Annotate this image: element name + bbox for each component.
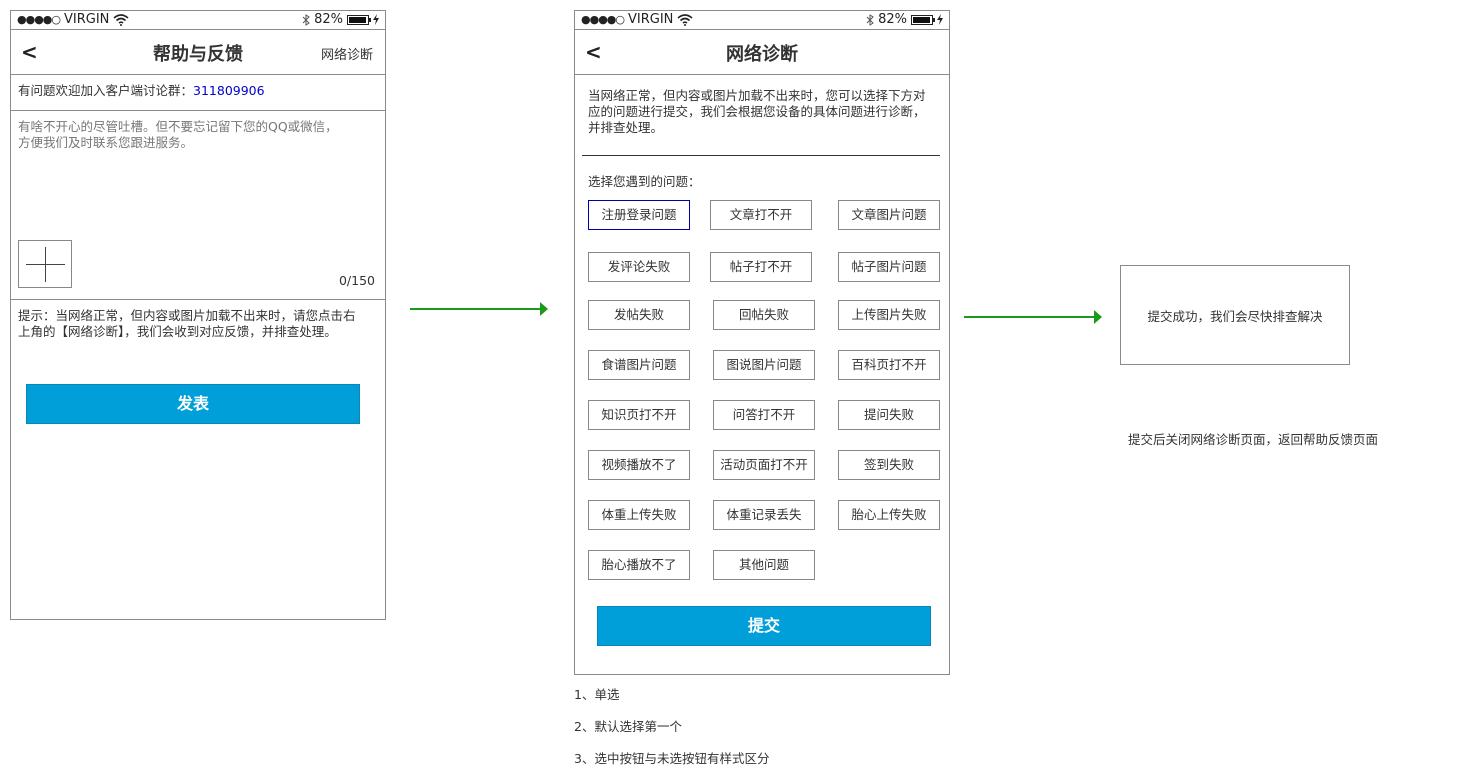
tip-line: 提示：当网络正常，但内容或图片加载不出来时，请您点击右 [18,308,356,323]
submit-button[interactable]: 提交 [597,606,931,646]
page-title: 网络诊断 [726,44,798,65]
bluetooth-icon [866,13,874,26]
battery-icon [911,14,935,25]
flow-arrow [964,310,1102,324]
wifi-icon [677,13,693,26]
problem-option[interactable]: 签到失败 [838,450,940,480]
group-info-row: 有问题欢迎加入客户端讨论群：311809906 [11,75,385,111]
problem-option[interactable]: 帖子打不开 [710,252,812,282]
battery-icon [347,14,371,25]
status-bar: ●●●●○ VIRGIN 82% [575,11,949,30]
tip-text: 提示：当网络正常，但内容或图片加载不出来时，请您点击右 上角的【网络诊断】，我们… [18,308,378,340]
nav-bar: < 网络诊断 [575,30,949,75]
group-info-label: 有问题欢迎加入客户端讨论群： [18,83,194,98]
section-divider [582,155,940,156]
problem-option[interactable]: 其他问题 [713,550,815,580]
feedback-textarea[interactable]: 有啥不开心的尽管吐槽。但不要忘记留下您的QQ或微信， 方便我们及时联系您跟进服务… [11,111,385,300]
nav-bar: < 帮助与反馈 网络诊断 [11,30,385,75]
placeholder-line: 方便我们及时联系您跟进服务。 [18,135,194,150]
status-bar: ●●●●○ VIRGIN 82% [11,11,385,30]
wifi-icon [113,13,129,26]
battery-percent: 82% [314,12,343,27]
problem-option[interactable]: 回帖失败 [713,300,815,330]
problem-option[interactable]: 上传图片失败 [838,300,940,330]
problem-option[interactable]: 视频播放不了 [588,450,690,480]
problem-option[interactable]: 体重记录丢失 [713,500,815,530]
carrier-name: VIRGIN [64,12,110,27]
problem-option[interactable]: 文章打不开 [710,200,812,230]
intro-line: 并排查处理。 [588,120,664,135]
signal-dots-icon: ●●●●○ [581,13,625,26]
page-title: 帮助与反馈 [153,44,243,65]
bluetooth-icon [302,13,310,26]
carrier-name: VIRGIN [628,12,674,27]
intro-line: 应的问题进行提交，我们会根据您设备的具体问题进行诊断， [588,104,926,119]
battery-percent: 82% [878,12,907,27]
charging-icon [373,14,379,25]
problem-option[interactable]: 发帖失败 [588,300,690,330]
success-dialog: 提交成功，我们会尽快排查解决 [1120,265,1350,365]
problem-option[interactable]: 问答打不开 [713,400,815,430]
back-button[interactable]: < [585,40,602,64]
success-message: 提交成功，我们会尽快排查解决 [1147,308,1323,324]
intro-line: 当网络正常，但内容或图片加载不出来时，您可以选择下方对 [588,88,926,103]
select-label: 选择您遇到的问题： [588,174,701,189]
problem-option[interactable]: 提问失败 [838,400,940,430]
tip-line: 上角的【网络诊断】，我们会收到对应反馈，并排查处理。 [18,324,337,339]
problem-option[interactable]: 帖子图片问题 [838,252,940,282]
note-1: 1、单选 [574,687,620,702]
network-diagnosis-link[interactable]: 网络诊断 [320,48,373,63]
back-button[interactable]: < [21,40,38,64]
problem-option[interactable]: 发评论失败 [588,252,690,282]
problem-option[interactable]: 胎心上传失败 [838,500,940,530]
group-number[interactable]: 311809906 [193,83,265,98]
intro-text: 当网络正常，但内容或图片加载不出来时，您可以选择下方对 应的问题进行提交，我们会… [588,88,943,136]
signal-dots-icon: ●●●●○ [17,13,61,26]
placeholder-line: 有啥不开心的尽管吐槽。但不要忘记留下您的QQ或微信， [18,119,338,134]
problem-option[interactable]: 文章图片问题 [838,200,940,230]
problem-option[interactable]: 注册登录问题 [588,200,690,230]
publish-button[interactable]: 发表 [26,384,360,424]
problem-option[interactable]: 食谱图片问题 [588,350,690,380]
problem-option[interactable]: 胎心播放不了 [588,550,690,580]
char-counter: 0/150 [338,273,375,288]
note-3: 3、选中按钮与未选按钮有样式区分 [574,751,770,766]
success-caption: 提交后关闭网络诊断页面，返回帮助反馈页面 [1128,432,1379,447]
add-image-button[interactable] [18,240,72,288]
problem-option[interactable]: 图说图片问题 [713,350,815,380]
problem-option[interactable]: 知识页打不开 [588,400,690,430]
help-feedback-screen: ●●●●○ VIRGIN 82% < 帮助与反馈 网络诊断 有问题欢迎加入客户端 [10,10,386,620]
flow-arrow [410,302,548,316]
note-2: 2、默认选择第一个 [574,719,682,734]
charging-icon [937,14,943,25]
problem-option[interactable]: 活动页面打不开 [713,450,815,480]
feedback-placeholder: 有啥不开心的尽管吐槽。但不要忘记留下您的QQ或微信， 方便我们及时联系您跟进服务… [18,119,338,151]
problem-option[interactable]: 体重上传失败 [588,500,690,530]
network-diagnosis-screen: ●●●●○ VIRGIN 82% < 网络诊断 当网络正常，但内容或图片加载不出… [574,10,950,675]
problem-option[interactable]: 百科页打不开 [838,350,940,380]
